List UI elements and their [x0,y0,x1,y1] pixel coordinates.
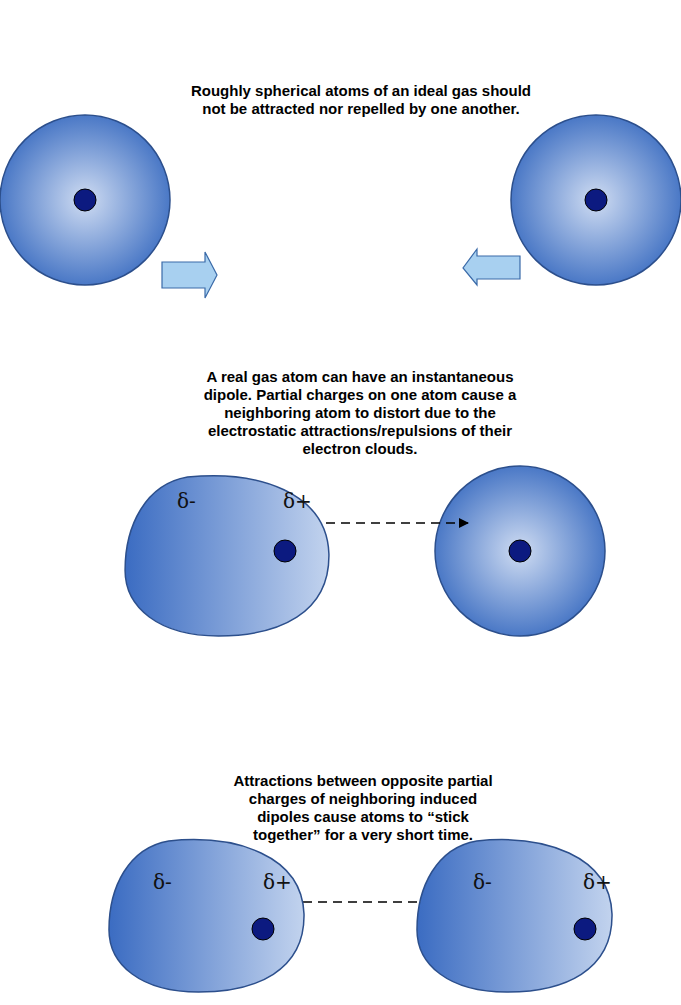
motion-arrow [162,252,217,298]
motion-arrow [463,249,520,285]
partial-charge: δ- [153,871,172,893]
egg-outline [107,838,306,994]
atom-sphere [435,466,605,636]
nucleus [509,540,531,562]
partial-charge: δ+ [263,871,292,893]
distorted-atom: δ-δ+ [107,838,306,994]
electron-cloud [417,840,612,992]
caption-text: A real gas atom can have an instantaneou… [182,368,538,458]
caption-text: Attractions between opposite partial cha… [232,772,494,844]
distorted-atom: δ-δ+ [415,838,614,994]
distorted-atom: δ-δ+ [123,474,331,638]
caption-text: Roughly spherical atoms of an ideal gas … [186,82,536,118]
nucleus-layer [107,838,306,994]
atom-sphere [0,115,170,285]
partial-charge: δ+ [583,871,612,893]
atom-sphere [511,115,681,285]
partial-charge: δ- [473,871,492,893]
nucleus [585,189,607,211]
electron-cloud [125,476,329,636]
partial-charge: δ- [177,490,196,512]
egg-outline [415,838,614,994]
nucleus [274,540,296,562]
nucleus-layer [415,838,614,994]
nucleus [574,918,596,940]
electron-cloud [109,840,304,992]
partial-charge: δ+ [283,490,312,512]
nucleus [252,918,274,940]
nucleus [74,189,96,211]
